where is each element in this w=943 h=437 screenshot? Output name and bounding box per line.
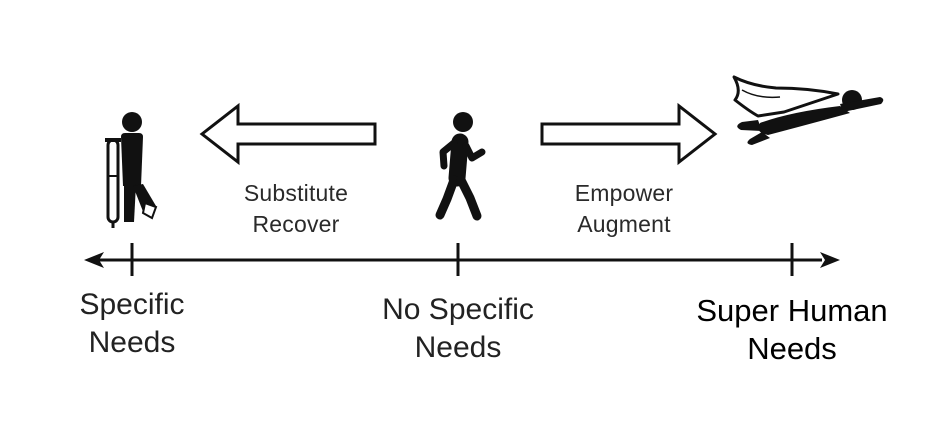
right-block-arrow xyxy=(540,102,718,166)
left-axis-line2: Needs xyxy=(88,326,176,359)
specific-needs-label: Specific Needs xyxy=(52,286,212,362)
left-block-arrow xyxy=(199,102,377,166)
walking-person-icon xyxy=(435,112,486,221)
left-arrow-line2: Recover xyxy=(252,211,340,237)
left-arrow-line1: Substitute xyxy=(243,180,349,206)
super-human-needs-label: Super Human Needs xyxy=(672,292,912,368)
empower-augment-label: Empower Augment xyxy=(554,178,694,240)
axis-left-arrowhead xyxy=(84,252,104,268)
axis-right-arrowhead xyxy=(820,252,840,268)
right-axis-line1: Super Human xyxy=(696,293,888,328)
substitute-recover-label: Substitute Recover xyxy=(226,178,366,240)
left-axis-line1: Specific xyxy=(79,288,185,321)
right-axis-line2: Needs xyxy=(747,331,837,366)
right-arrow-line2: Augment xyxy=(577,211,671,237)
center-axis-line2: Needs xyxy=(414,331,502,364)
axis-line xyxy=(84,252,840,268)
no-specific-needs-label: No Specific Needs xyxy=(358,291,558,367)
center-axis-line1: No Specific xyxy=(382,293,534,326)
walking-with-crutch-icon xyxy=(105,112,158,228)
right-arrow-line1: Empower xyxy=(574,180,674,206)
flying-superhero-icon xyxy=(732,75,884,145)
